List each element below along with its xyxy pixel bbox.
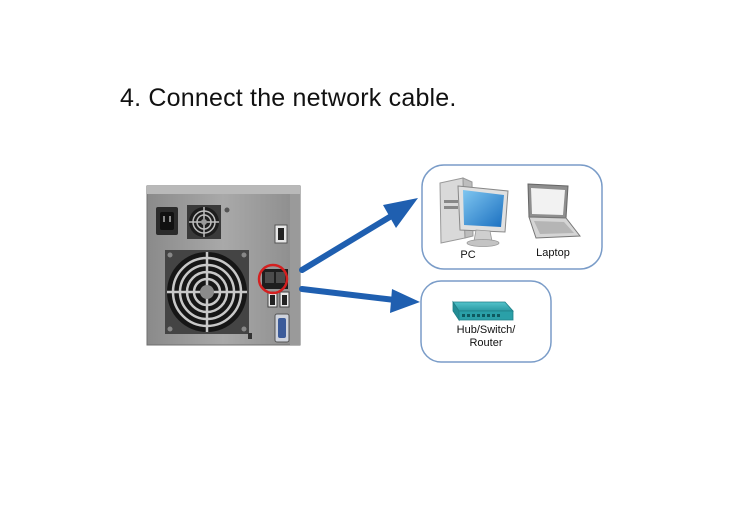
laptop-icon bbox=[527, 183, 581, 239]
hub-switch-icon bbox=[452, 300, 514, 322]
laptop-label: Laptop bbox=[536, 247, 570, 259]
hub-label-line2: Router bbox=[469, 337, 502, 349]
hub-label-line1: Hub/Switch/ bbox=[457, 324, 517, 336]
lan-port-highlight bbox=[257, 263, 289, 295]
nas-device bbox=[146, 185, 301, 346]
pc-icon bbox=[439, 177, 509, 247]
usb-port-top bbox=[274, 224, 288, 244]
vga-port bbox=[274, 313, 290, 343]
arrow-to-hub bbox=[299, 286, 420, 313]
pc-label: PC bbox=[460, 249, 475, 261]
hub-panel: Hub/Switch/ Router bbox=[420, 280, 552, 363]
power-socket bbox=[156, 207, 178, 235]
arrow-to-computers bbox=[299, 198, 418, 273]
large-fan bbox=[165, 250, 249, 334]
computers-panel: PC Laptop bbox=[421, 164, 603, 270]
step-title: 4. Connect the network cable. bbox=[120, 84, 457, 112]
small-fan bbox=[187, 205, 221, 239]
lan-ports bbox=[262, 269, 288, 289]
